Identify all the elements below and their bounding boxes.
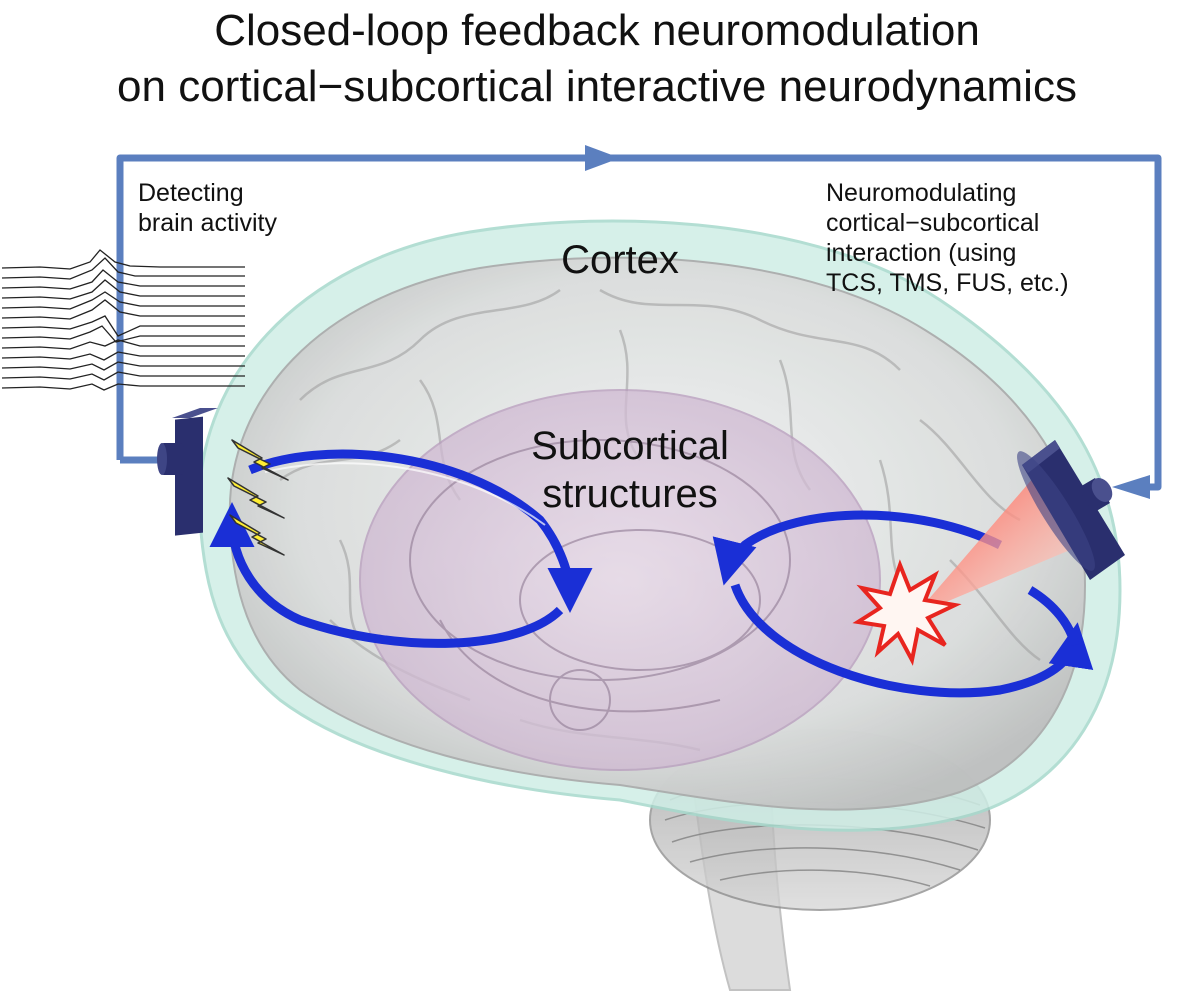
right-cycle-lower-arrow (730, 583, 1094, 698)
cortex-label: Cortex (561, 238, 679, 282)
lightning-bolts (227, 439, 289, 556)
neuromodulating-label-line-2: cortical−subcortical (826, 209, 1040, 237)
subcortical-label-line-2: structures (542, 472, 718, 516)
right-interaction-cycle (712, 510, 1094, 698)
lightning-icon-3 (229, 514, 285, 556)
stimulation-burst-icon (852, 559, 962, 666)
title-line-1: Closed-loop feedback neuromodulation (214, 6, 980, 55)
detecting-label-line-2: brain activity (138, 209, 277, 237)
subcortical-structures-outline (409, 439, 791, 731)
neuromodulating-label: Neuromodulating cortical−subcortical int… (826, 178, 1186, 298)
stimulator-device (1017, 440, 1125, 580)
loop-top-arrowhead (585, 145, 620, 171)
right-cycle-start (1027, 586, 1080, 647)
neuromodulating-label-line-1: Neuromodulating (826, 179, 1017, 207)
detecting-label: Detecting brain activity (138, 178, 378, 238)
loop-right-arrowhead (1112, 475, 1150, 499)
lightning-icon-1 (231, 439, 289, 481)
right-cycle-upper-arrow (712, 510, 1003, 586)
title-line-2: on cortical−subcortical interactive neur… (117, 62, 1077, 111)
left-cycle-upper-arrow (248, 449, 593, 613)
subcortical-label-line-1: Subcortical (531, 424, 729, 468)
lightning-icon-2 (227, 477, 285, 519)
detector-device (157, 408, 218, 536)
neuromodulating-label-line-4: TCS, TMS, FUS, etc.) (826, 269, 1069, 297)
left-cycle-lower-arrow (209, 502, 564, 648)
left-interaction-cycle (209, 449, 593, 648)
left-cycle-highlight (264, 462, 546, 526)
eeg-traces (1, 249, 245, 391)
neuromodulating-label-line-3: interaction (using (826, 239, 1017, 267)
subcortical-label: Subcortical structures (470, 422, 790, 518)
detecting-label-line-1: Detecting (138, 179, 244, 207)
